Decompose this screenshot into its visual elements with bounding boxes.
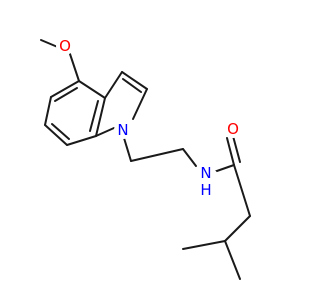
- bond-c7-c7a: [66, 135, 97, 146]
- bond-c6-c7-inner: [51, 123, 70, 140]
- bond-c7a-c3a: [95, 97, 106, 137]
- bond-c6-c7: [44, 124, 68, 146]
- indole-nitrogen: N: [114, 121, 132, 139]
- bond-c3a-c4: [78, 80, 106, 99]
- bond-c2-n1: [132, 88, 148, 120]
- bond-c4-c5: [50, 80, 80, 98]
- svg-text:N: N: [200, 164, 211, 182]
- bond-ch2-ch: [224, 215, 251, 242]
- bond-c3-c2-inner: [122, 78, 142, 93]
- molecule-structure: O N N H O: [40, 37, 251, 280]
- bond-c5-c6: [44, 96, 52, 126]
- methoxy-oxygen: O: [56, 37, 74, 55]
- bond-n1-c7a: [95, 127, 115, 137]
- bond-ch2-ch2: [130, 148, 184, 162]
- atom-labels: O N N H O: [56, 37, 242, 199]
- svg-text:N: N: [117, 121, 128, 139]
- bond-carbonyl-ch2: [233, 164, 251, 217]
- amide-nh: N H: [192, 164, 220, 199]
- bond-nh-carbonyl: [213, 164, 235, 173]
- bonds: [40, 39, 251, 280]
- svg-text:O: O: [59, 37, 71, 55]
- bond-n1-ch2: [123, 137, 132, 162]
- svg-text:H: H: [200, 181, 211, 199]
- bond-c7a-c3a-inner: [89, 100, 99, 132]
- bond-carbonyl-o-second: [232, 135, 241, 163]
- bond-c3a-c3: [104, 71, 123, 99]
- bond-ch-methyl-b: [182, 240, 226, 250]
- bond-c4-c5-inner: [54, 87, 78, 102]
- carbonyl-oxygen: O: [224, 120, 242, 138]
- svg-text:O: O: [227, 120, 239, 138]
- bond-o-c4: [69, 53, 80, 82]
- bond-ch2-nh: [182, 148, 197, 167]
- bond-ch-methyl-a: [224, 240, 241, 280]
- bond-c3-c2: [121, 71, 148, 90]
- bond-carbonyl-o: [226, 137, 235, 166]
